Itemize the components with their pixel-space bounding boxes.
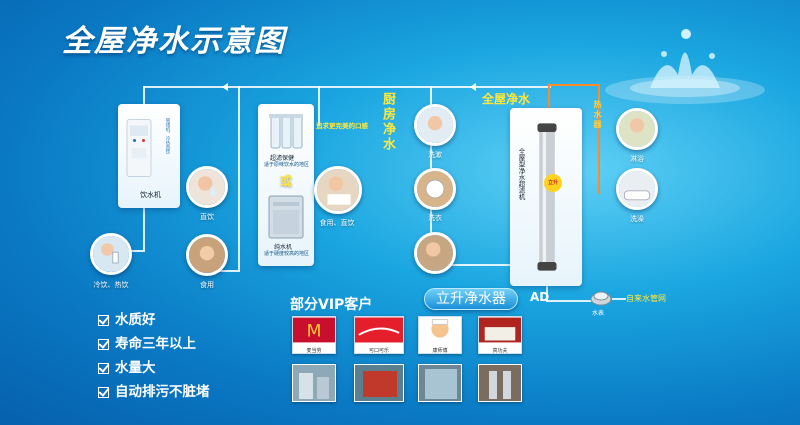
brand-pill: 立升净水器 <box>424 288 518 310</box>
feature-item: 水量大 <box>98 356 210 380</box>
client-tile-zhengongfu: 真功夫 <box>478 316 522 354</box>
photo-direct-drink <box>186 166 228 208</box>
pursue-taste-label: 追求更完美的口感 <box>316 122 368 130</box>
ultrafilter-name: 超滤保健 <box>270 155 295 162</box>
vip-title: 部分VIP客户 <box>290 297 373 313</box>
water-dispenser-icon <box>126 119 152 177</box>
label-food-use: 食用 <box>200 281 214 289</box>
pipe-filter-bottom <box>546 282 548 302</box>
client-name: 麦当劳 <box>306 348 322 354</box>
tap-water-label: 自来水管网 <box>626 294 666 303</box>
label-direct-drink: 直饮 <box>200 213 214 221</box>
whole-house-water-label: 全屋净水 <box>482 92 531 106</box>
or-label: 或 <box>280 174 293 188</box>
feature-item: 自动排污不脏堵 <box>98 380 210 404</box>
checkbox-icon <box>98 314 109 326</box>
feature-text: 水质好 <box>115 312 156 328</box>
purifier-note: 适于硬度较高的地区 <box>264 251 310 257</box>
pipe-bottom-right <box>430 264 510 266</box>
photo-laundry <box>414 168 456 210</box>
hot-pipe-right <box>598 84 600 194</box>
pipe-meter-to-network <box>612 298 626 300</box>
flow-arrow-icon <box>470 83 476 91</box>
feature-list: 水质好 寿命三年以上 水量大 自动排污不脏堵 <box>98 308 210 404</box>
flow-arrow-icon <box>222 83 228 91</box>
checkbox-icon <box>98 386 109 398</box>
feature-text: 水量大 <box>115 360 156 376</box>
zhengongfu-storefront-icon <box>479 317 521 343</box>
checkbox-icon <box>98 338 109 350</box>
water-meter-icon <box>590 291 612 306</box>
page-title: 全屋净水示意图 <box>62 24 286 59</box>
pipe-to-food <box>205 270 240 272</box>
label-laundry: 洗衣 <box>428 214 442 222</box>
installation-photo <box>292 364 336 402</box>
dispenser-panel: 饮水机 管线机，冷热直饮 <box>118 104 180 208</box>
svg-text:M: M <box>307 322 322 342</box>
installation-photo <box>354 364 404 402</box>
water-heater-label: 热水器 <box>593 100 602 130</box>
feature-item: 水质好 <box>98 308 210 332</box>
photo-shower <box>616 108 658 150</box>
label-shower: 淋浴 <box>630 155 644 163</box>
pipe-to-meter <box>546 300 596 302</box>
ultrafilter-icon <box>269 114 303 149</box>
dispenser-name: 饮水机 <box>140 191 161 199</box>
mcdonalds-logo-icon: M <box>293 317 335 343</box>
client-name: 真功夫 <box>492 348 508 354</box>
client-tile-cocacola: 可口可乐 <box>354 316 404 354</box>
installation-photo <box>418 364 462 402</box>
hot-pipe-top <box>548 84 598 86</box>
ultrafilter-note: 适于原味饮水的地区 <box>264 162 310 168</box>
pipe-to-kitchen <box>318 86 320 126</box>
client-name: 可口可乐 <box>368 348 389 354</box>
client-tile-kangshifu: 康师傅 <box>418 316 462 354</box>
photo-food-direct <box>314 166 362 214</box>
photo-cold-hot-drink <box>90 233 132 275</box>
label-cold-hot-drink: 冷饮、热饮 <box>93 281 129 289</box>
client-name: 康师傅 <box>432 348 448 354</box>
photo-bathtub <box>616 168 658 210</box>
feature-text: 自动排污不脏堵 <box>115 384 210 400</box>
whole-house-filter-icon <box>537 123 557 271</box>
main-filter-panel: 立升 全屋型净水超滤机 <box>510 108 582 286</box>
pipe-to-dispenser <box>143 86 145 110</box>
purifier-icon <box>268 195 304 239</box>
main-filter-name: 全屋型净水超滤机 <box>517 148 525 200</box>
photo-bath <box>414 232 456 274</box>
client-tile-mcdonalds: M 麦当劳 <box>292 316 336 354</box>
main-filter-badge: 立升 <box>544 174 562 192</box>
water-splash-illustration <box>605 29 765 104</box>
kitchen-water-label: 厨房净水 <box>380 92 395 152</box>
feature-text: 寿命三年以上 <box>115 336 196 352</box>
cocacola-logo-icon <box>355 317 403 343</box>
label-wash-face: 洗漱 <box>428 151 442 159</box>
label-bathtub: 洗澡 <box>630 215 644 223</box>
ad-label: AD <box>530 290 550 304</box>
dispenser-note: 管线机，冷热直饮 <box>165 118 170 154</box>
installation-photo <box>478 364 522 402</box>
photo-food-use <box>186 234 228 276</box>
pipe-vertical-mid <box>238 86 240 271</box>
photo-wash-face <box>414 104 456 146</box>
kangshifu-logo-icon <box>419 317 461 343</box>
label-food-direct: 食用、直饮 <box>319 219 355 227</box>
pipe-dispenser-down <box>143 200 145 250</box>
water-meter-label: 水表 <box>592 310 605 317</box>
purifier-name: 纯水机 <box>274 244 293 251</box>
checkbox-icon <box>98 362 109 374</box>
feature-item: 寿命三年以上 <box>98 332 210 356</box>
pipe-top-main <box>143 86 551 88</box>
